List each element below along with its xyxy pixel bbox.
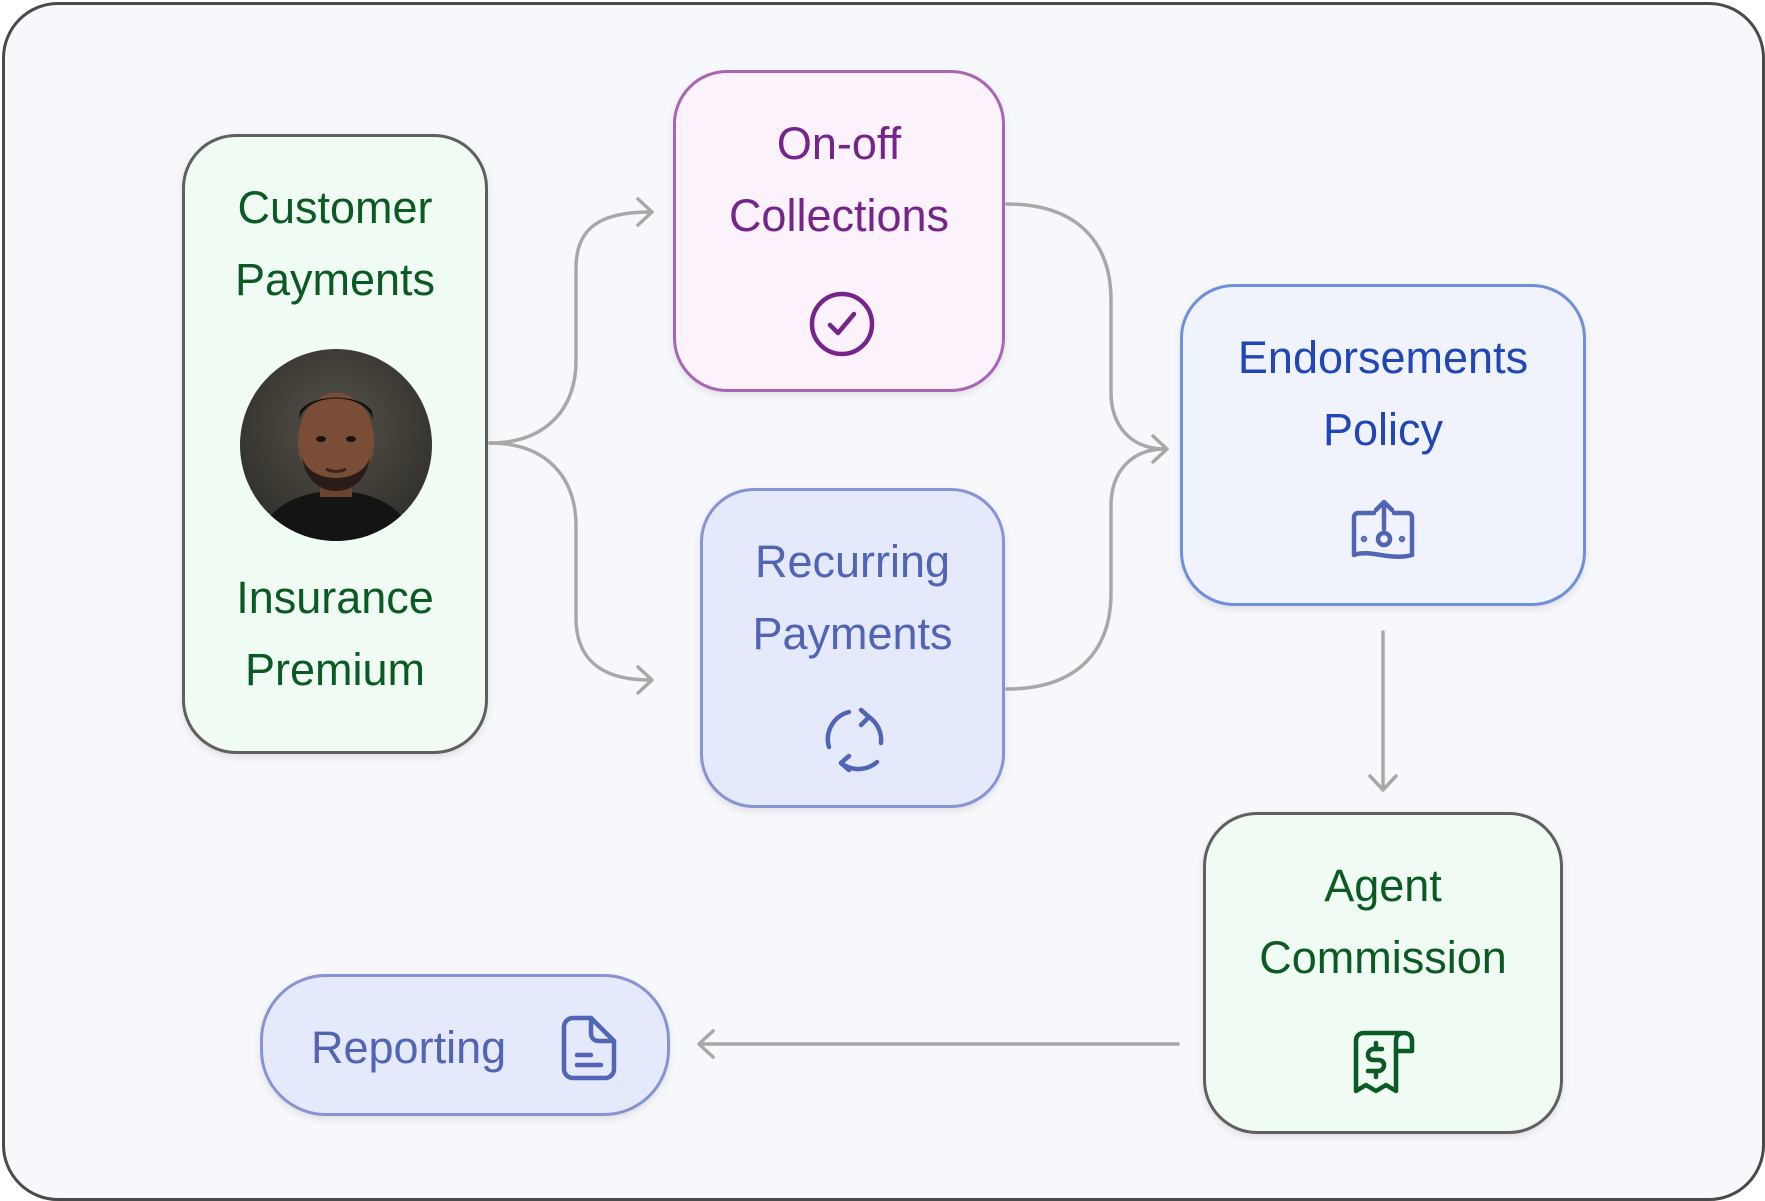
- arrowhead-reporting: [697, 1029, 715, 1059]
- edge-customer-to-onoff: [488, 210, 652, 445]
- check-circle-icon: [809, 291, 875, 357]
- refresh-icon: [825, 707, 884, 773]
- agent-commission-subtitle: Commission: [1259, 932, 1507, 983]
- recurring-payments-node[interactable]: Recurring Payments: [700, 488, 1005, 808]
- customer-photo: [240, 349, 432, 541]
- endorsements-policy-node[interactable]: Endorsements Policy: [1180, 284, 1586, 606]
- customer-payments-node[interactable]: Customer Payments Insurance Premium: [182, 134, 488, 754]
- customer-payments-subtitle: Payments: [234, 254, 436, 305]
- edge-onoff-to-endorsements: [1005, 202, 1167, 451]
- recurring-payments-title: Recurring: [754, 536, 951, 587]
- insurance-premium-subtitle: Premium: [244, 644, 426, 695]
- money-upload-icon: [1351, 499, 1415, 559]
- customer-payments-title: Customer: [237, 182, 433, 233]
- agent-commission-title: Agent: [1324, 860, 1442, 911]
- arrowhead-onoff: [636, 197, 654, 227]
- arrowhead-endorsements: [1151, 434, 1169, 464]
- on-off-collections-title: On-off: [776, 118, 902, 169]
- arrowhead-agent: [1368, 774, 1398, 792]
- arrowhead-recurring: [636, 665, 654, 695]
- endorsements-subtitle: Policy: [1322, 404, 1444, 455]
- edge-recurring-to-endorsements: [1005, 447, 1167, 691]
- on-off-collections-subtitle: Collections: [728, 190, 950, 241]
- reporting-label: Reporting: [311, 1022, 507, 1073]
- document-icon: [561, 1015, 617, 1081]
- insurance-premium-title: Insurance: [236, 572, 434, 623]
- reporting-node[interactable]: Reporting: [260, 974, 670, 1116]
- agent-commission-node[interactable]: Agent Commission: [1203, 812, 1563, 1134]
- recurring-payments-subtitle: Payments: [752, 608, 953, 659]
- dollar-receipt-icon: [1353, 1030, 1415, 1094]
- edge-customer-to-recurring: [488, 441, 652, 682]
- on-off-collections-node[interactable]: On-off Collections: [673, 70, 1005, 392]
- endorsements-title: Endorsements: [1237, 332, 1529, 383]
